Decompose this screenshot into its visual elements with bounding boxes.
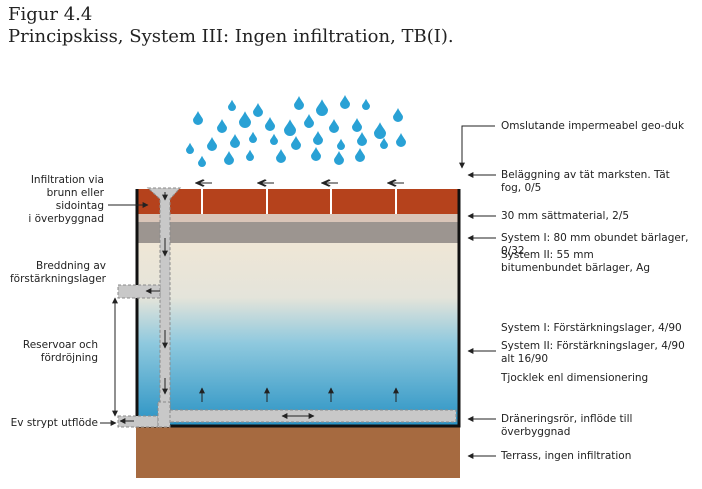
rain-drop: [374, 122, 386, 139]
label-tjocklek: Tjocklek enl dimensionering: [501, 372, 649, 384]
geo-duk-membrane: [135, 189, 461, 428]
rain-drop: [284, 119, 296, 136]
label-line: Breddning av: [36, 260, 106, 272]
paver-joints: [201, 189, 397, 214]
rain-drop: [304, 114, 314, 128]
geo-duk-leader: [459, 125, 495, 169]
rain-drop: [228, 99, 236, 111]
label-line: Infiltration via: [30, 174, 104, 186]
rain-drop: [311, 147, 321, 161]
rain-drops: [186, 95, 406, 167]
label-dranering: Dräneringsrör, inflöde till överbyggnad: [501, 413, 633, 438]
label-terrass: Terrass, ingen infiltration: [501, 450, 632, 462]
rain-drop: [313, 131, 323, 146]
figure-number: Figur 4.4: [8, 4, 93, 25]
label-geoduk: Omslutande impermeabel geo-duk: [501, 120, 685, 132]
rain-drop: [217, 119, 227, 133]
rain-drop: [193, 111, 203, 125]
label-infiltration: Infiltration via brunn eller sidointag i…: [6, 174, 104, 226]
label-sattmaterial: 30 mm sättmaterial, 2/5: [501, 210, 630, 222]
label-forstarkning-2: System II: Förstärkningslager, 4/90 alt …: [501, 340, 685, 365]
rain-drop: [362, 98, 370, 110]
label-breddning: Breddning av förstärkningslager: [2, 260, 106, 286]
rain-drop: [396, 133, 406, 147]
label-barlager-1: System I: 80 mm obundet bärlager, 0/32: [501, 232, 689, 257]
rain-drop: [291, 136, 301, 150]
rain-drop: [316, 99, 328, 116]
rain-drop: [340, 95, 350, 109]
rain-drop: [186, 142, 194, 154]
rain-drop: [207, 137, 217, 151]
rain-drop: [329, 119, 339, 133]
rain-drop: [246, 149, 254, 161]
rain-drop: [265, 117, 275, 131]
rain-drop: [380, 137, 388, 149]
rain-drop: [239, 111, 251, 128]
terrass-soil: [136, 427, 460, 478]
label-line: förstärkningslager: [9, 273, 106, 285]
rain-drop: [334, 151, 344, 165]
label-barlager-2: System II: 55 mm bitumenbundet bärlager,…: [501, 249, 650, 274]
rain-drop: [270, 133, 278, 145]
barlager: [138, 222, 458, 243]
label-line: brunn eller: [46, 187, 104, 199]
label-reservoar: Reservoar och fördröjning: [6, 339, 98, 365]
label-belaggning: Beläggning av tät marksten. Tät fog, 0/5: [501, 169, 670, 194]
marksten-belaggning: [138, 189, 458, 214]
rain-drop: [230, 134, 240, 148]
label-forstarkning-1: System I: Förstärkningslager, 4/90: [501, 322, 682, 334]
label-line: Ev strypt utflöde: [10, 417, 98, 429]
label-line: sidointag: [55, 200, 104, 212]
rain-drop: [253, 103, 263, 117]
rain-drop: [352, 118, 362, 132]
label-line: Reservoar och: [22, 339, 98, 351]
rain-drop: [355, 148, 365, 162]
rain-drop: [198, 155, 206, 167]
internal-flow-arrows: [119, 192, 315, 424]
rain-drop: [393, 108, 403, 122]
rain-drop: [357, 132, 367, 146]
figure-caption: Principskiss, System III: Ingen infiltra…: [8, 26, 454, 47]
label-utflode: Ev strypt utflöde: [4, 417, 98, 430]
rain-drop: [224, 151, 234, 165]
label-line: fördröjning: [40, 352, 98, 364]
rain-drop: [337, 138, 345, 150]
upward-infiltration-arrows: [199, 387, 399, 402]
label-line: i överbyggnad: [28, 213, 104, 225]
rain-drop: [276, 149, 286, 163]
rain-drop: [294, 96, 304, 110]
sattmaterial: [138, 214, 458, 222]
forstarkningslager: [138, 243, 458, 425]
rain-drop: [249, 131, 257, 143]
